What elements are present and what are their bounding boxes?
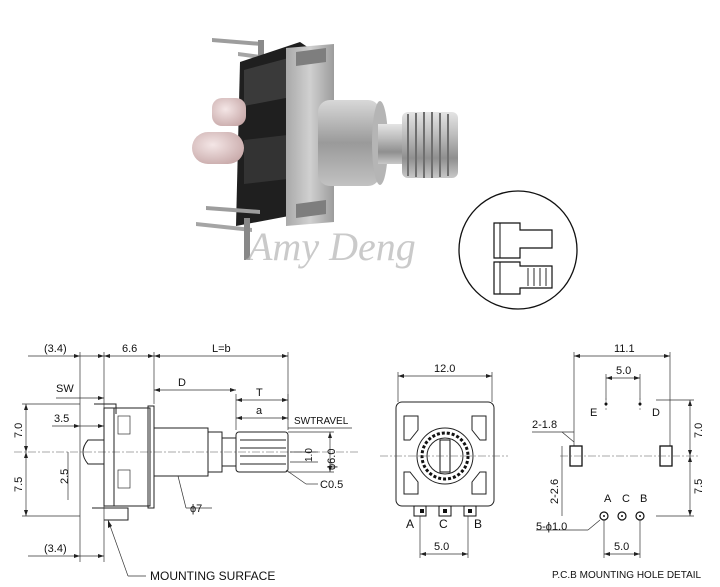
- dim-pcb-7-0: 7.0: [693, 423, 705, 438]
- dim-pcb-5-0-top: 5.0: [616, 365, 631, 377]
- dim-c0-5: C0.5: [320, 479, 343, 491]
- side-view: (3.4) 6.6 L=b D SW T a SWTRAVEL 3.5: [13, 343, 360, 583]
- photo-led: [192, 132, 244, 164]
- pcb-pin-a: A: [604, 493, 612, 505]
- photo-pin: [258, 40, 264, 62]
- front-view: 12.0 A C B 5.0: [380, 363, 508, 558]
- dim-body-width: 6.6: [122, 343, 137, 355]
- photo-frame-tab: [296, 200, 326, 218]
- photo-frame-tab: [296, 48, 326, 66]
- pcb-detail-title: P.C.B MOUNTING HOLE DETAIL: [552, 570, 702, 581]
- photo-pin: [212, 38, 262, 46]
- dim-a: a: [256, 405, 263, 417]
- dim-length: L=b: [212, 343, 231, 355]
- dim-1-0: 1.0: [304, 448, 315, 462]
- label-mounting-surface: MOUNTING SURFACE: [150, 569, 275, 583]
- front-pin-c: C: [439, 517, 448, 531]
- label-sw-travel: SWTRAVEL: [294, 416, 349, 427]
- dim-7-0: 7.0: [13, 423, 25, 438]
- dim-phi-6: ϕ6.0: [326, 449, 338, 470]
- encoder-photo: [192, 38, 458, 260]
- pcb-label-d: D: [652, 407, 660, 419]
- watermark-text: Amy Deng: [245, 224, 416, 269]
- photo-pin: [244, 218, 250, 260]
- photo-knurl: [402, 112, 458, 178]
- dim-t: T: [256, 387, 263, 399]
- side-knurl: [235, 431, 289, 473]
- dim-3-5: 3.5: [54, 413, 69, 425]
- dim-front-width: 12.0: [434, 363, 455, 375]
- dim-7-5: 7.5: [13, 477, 25, 492]
- dim-2-5: 2.5: [59, 469, 71, 484]
- dim-phi-7: ϕ7: [190, 503, 202, 515]
- front-pin-b: B: [474, 517, 482, 531]
- pcb-pin-c: C: [622, 493, 630, 505]
- dim-front-pitch: 5.0: [434, 541, 449, 553]
- dim-pcb-2-2-6: 2-2.6: [549, 479, 561, 504]
- photo-led: [212, 98, 246, 126]
- pcb-pin-b: B: [640, 493, 647, 505]
- dim-pcb-5-0-bottom: 5.0: [614, 541, 629, 553]
- side-body: [103, 407, 151, 507]
- pin-detail-circle: [458, 190, 578, 310]
- photo-body-slot: [244, 56, 296, 106]
- photo-body-slot: [244, 134, 296, 184]
- photo-bushing: [318, 100, 380, 186]
- dim-left-top: (3.4): [44, 343, 67, 355]
- pcb-label-e: E: [590, 407, 597, 419]
- front-pin-a: A: [406, 517, 414, 531]
- dim-left-bottom: (3.4): [44, 543, 67, 555]
- photo-pin: [206, 206, 260, 214]
- dim-pcb-holes: 5-ϕ1.0: [536, 521, 567, 533]
- dim-d: D: [178, 377, 186, 389]
- dim-pcb-7-5: 7.5: [693, 479, 705, 494]
- label-sw: SW: [56, 383, 74, 395]
- dim-pcb-11-1: 11.1: [614, 343, 635, 355]
- dim-pcb-2-1-8: 2-1.8: [532, 419, 557, 431]
- photo-pin: [196, 222, 252, 232]
- pcb-view: 11.1 5.0 E D 2-1.8 7.0 7.5 2-2.6: [532, 343, 705, 581]
